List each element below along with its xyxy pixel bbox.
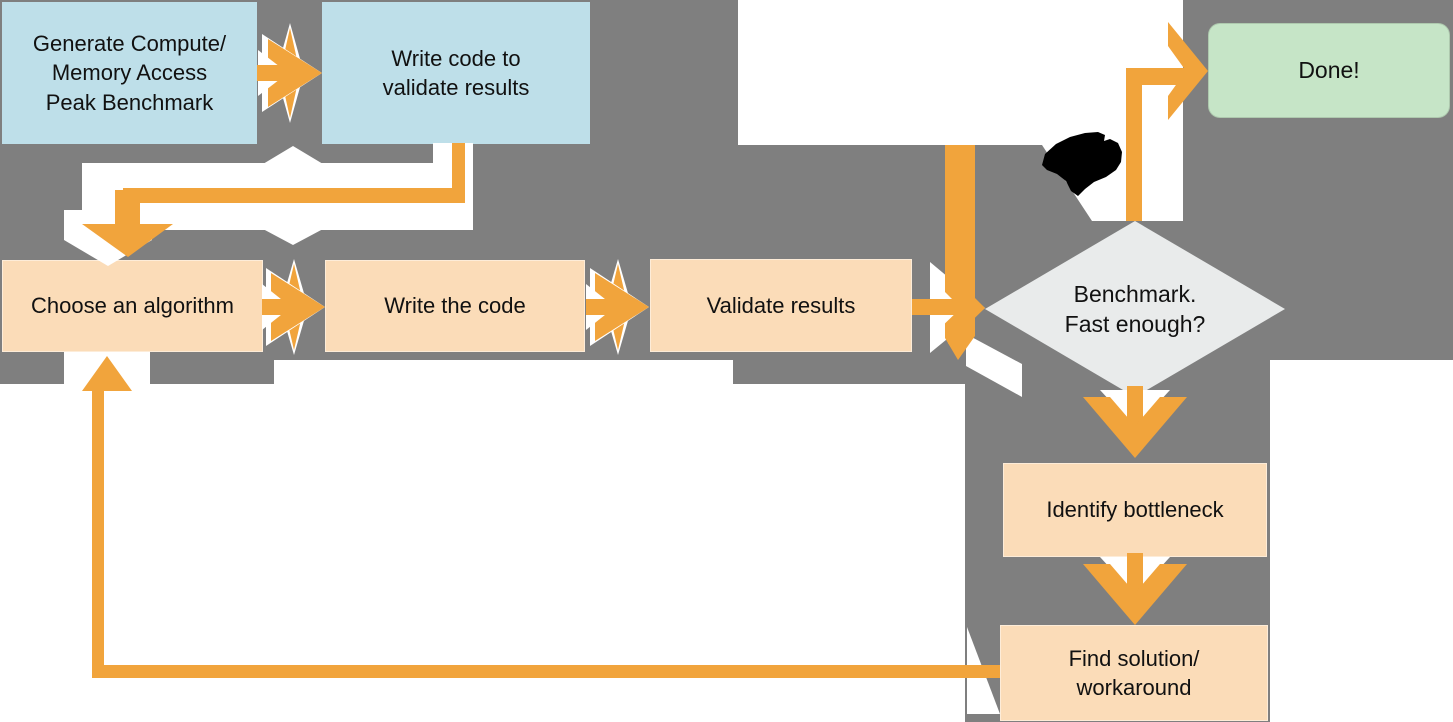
node-write-code: Write the code — [325, 260, 585, 352]
node-generate-benchmark: Generate Compute/ Memory Access Peak Ben… — [2, 2, 257, 144]
node-write-validation-code: Write code to validate results — [322, 2, 590, 144]
node-identify-bottleneck: Identify bottleneck — [1003, 463, 1267, 557]
node-validate-results: Validate results — [650, 259, 912, 352]
background-cutout-top — [738, 0, 1183, 145]
node-done: Done! — [1208, 23, 1450, 118]
node-choose-algorithm: Choose an algorithm — [2, 260, 263, 352]
background-strip-left — [0, 360, 274, 384]
background-strip-mid — [733, 360, 965, 384]
node-find-solution: Find solution/ workaround — [1000, 625, 1268, 721]
connector-feedback — [64, 352, 1000, 714]
